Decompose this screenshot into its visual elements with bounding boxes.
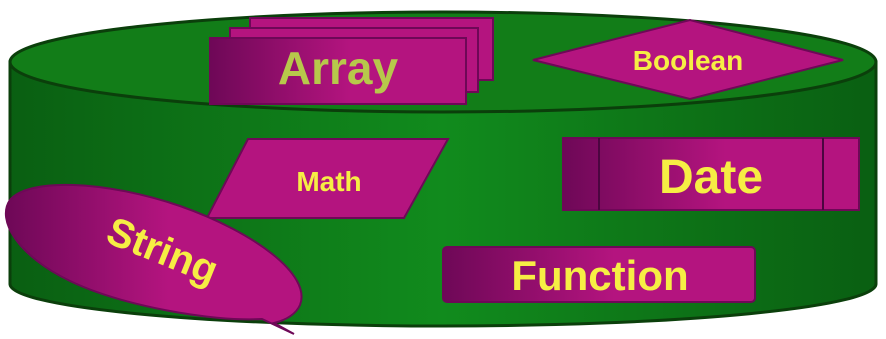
boolean-shape[interactable]: Boolean xyxy=(532,18,844,101)
date-label: Date xyxy=(659,151,763,204)
function-shape[interactable]: Function xyxy=(442,246,756,303)
date-shape[interactable]: Date xyxy=(562,137,860,211)
boolean-label: Boolean xyxy=(633,45,743,76)
boolean-diamond xyxy=(532,18,844,101)
math-parallelogram xyxy=(205,138,450,219)
string-oval-callout xyxy=(4,183,303,335)
array-shape[interactable]: Array xyxy=(209,17,494,105)
math-label: Math xyxy=(296,166,361,197)
function-label: Function xyxy=(511,252,688,299)
array-page-front xyxy=(209,37,467,105)
string-shape[interactable]: String xyxy=(4,183,303,335)
array-label: Array xyxy=(278,42,399,94)
math-shape[interactable]: Math xyxy=(205,138,450,219)
function-rectangle xyxy=(442,246,756,303)
date-rectangle xyxy=(562,137,860,211)
